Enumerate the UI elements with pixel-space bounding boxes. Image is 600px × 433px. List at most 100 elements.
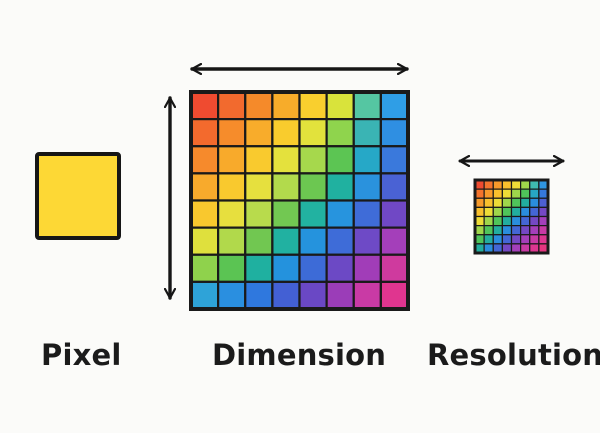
small-grid-cell [520,188,531,199]
large-grid-cell [379,253,410,283]
large-grid-cell [189,280,220,311]
large-grid-cell [189,172,220,202]
large-grid-cell [217,253,247,283]
resolution-label: Resolution [427,338,600,372]
large-grid-cell [379,145,410,175]
small-grid-cell [492,197,503,208]
large-grid-cell [325,90,355,121]
large-grid-cell [244,145,274,175]
small-grid-border [473,178,550,255]
large-grid-border [189,90,410,311]
large-grid-cell [379,118,410,148]
small-grid-cell [501,225,513,236]
large-grid-cell [298,172,328,202]
large-grid-cell [352,172,382,202]
small-grid-cell [492,225,503,236]
large-grid-cell [244,172,274,202]
small-grid-cell [529,188,540,199]
large-grid-cell [244,90,274,121]
large-grid-cell [271,253,301,283]
large-grid-cell [352,253,382,283]
small-grid-cell [520,234,531,245]
large-grid-cell [189,199,220,229]
large-grid-cell [271,90,301,121]
large-grid-cell [271,172,301,202]
large-grid-cell [352,280,382,311]
small-grid-cell [483,206,494,218]
small-grid-cell [529,206,540,218]
large-grid-cell [244,280,274,311]
large-grid-cell [298,90,328,121]
large-grid-cell [271,280,301,311]
large-grid-cell [352,145,382,175]
small-grid-cell [492,215,503,227]
small-grid-cell [520,225,531,236]
small-grid-cell [483,197,494,208]
small-grid-cell [492,206,503,218]
large-grid-cell [325,118,355,148]
small-grid-cell [529,225,540,236]
large-grid-cell [189,118,220,148]
small-grid-cell [483,188,494,199]
small-grid-cell [501,234,513,245]
small-grid-cell [510,188,522,199]
small-grid-cell [501,188,513,199]
pixel-label: Pixel [41,338,122,372]
large-grid-cell [217,118,247,148]
large-grid-cell [189,90,220,121]
large-grid-cell [325,253,355,283]
small-grid-cell [520,215,531,227]
small-grid-cell [510,215,522,227]
large-grid-cell [271,118,301,148]
small-grid-cell [501,215,513,227]
small-grid-cell [520,197,531,208]
large-grid-cell [244,226,274,256]
large-grid-cell [271,226,301,256]
large-grid-cell [298,199,328,229]
large-grid-cell [217,90,247,121]
pixel-square [35,152,121,240]
large-grid-cell [352,199,382,229]
large-grid-cell [217,172,247,202]
large-grid-cell [379,280,410,311]
small-grid-cell [492,188,503,199]
large-grid-cell [325,226,355,256]
large-grid-cell [379,226,410,256]
small-grid-cell [501,206,513,218]
large-grid-cell [217,280,247,311]
large-grid-cell [298,253,328,283]
small-grid-cell [529,234,540,245]
large-grid-cell [189,226,220,256]
small-grid-cell [529,215,540,227]
large-grid-cell [325,280,355,311]
large-grid-cell [244,253,274,283]
small-grid-cell [510,225,522,236]
large-grid-cell [325,145,355,175]
large-grid-cell [298,118,328,148]
small-grid-cell [483,234,494,245]
large-grid-cell [244,199,274,229]
small-grid-cell [529,197,540,208]
large-grid-cell [298,280,328,311]
large-grid-cell [298,145,328,175]
large-grid-cell [217,226,247,256]
large-grid-cell [352,226,382,256]
large-grid-cell [271,199,301,229]
small-grid-cell [510,197,522,208]
large-grid-cell [217,145,247,175]
large-grid-cell [379,199,410,229]
small-pixel-grid [473,178,550,255]
small-grid-cell [483,215,494,227]
large-grid-cell [352,90,382,121]
large-pixel-grid [189,90,410,311]
small-grid-cell [492,234,503,245]
large-grid-cell [379,90,410,121]
large-grid-cell [325,199,355,229]
small-grid-cell [510,234,522,245]
large-grid-cell [189,253,220,283]
large-grid-cell [352,118,382,148]
large-grid-cell [244,118,274,148]
small-grid-cell [510,206,522,218]
large-grid-cell [271,145,301,175]
